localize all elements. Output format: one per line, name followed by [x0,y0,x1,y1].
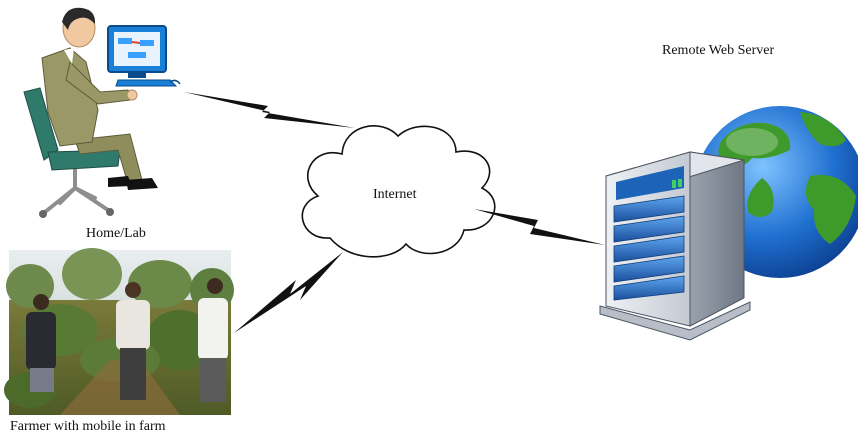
home-lab-label: Home/Lab [86,226,146,241]
internet-cloud-icon [301,125,496,258]
lightning-link-icon [234,252,343,333]
internet-label: Internet [373,187,417,202]
chair-icon [43,166,110,214]
monitor-icon [107,25,181,87]
farm-photo [4,248,234,415]
server-blades [613,195,685,301]
server-tower-icon [599,151,751,341]
person-at-computer-icon [23,7,181,218]
remote-server-label: Remote Web Server [662,43,775,58]
lightning-link-icon [474,209,605,245]
lightning-link-icon [184,92,355,128]
farmer-label: Farmer with mobile in farm [10,419,166,434]
